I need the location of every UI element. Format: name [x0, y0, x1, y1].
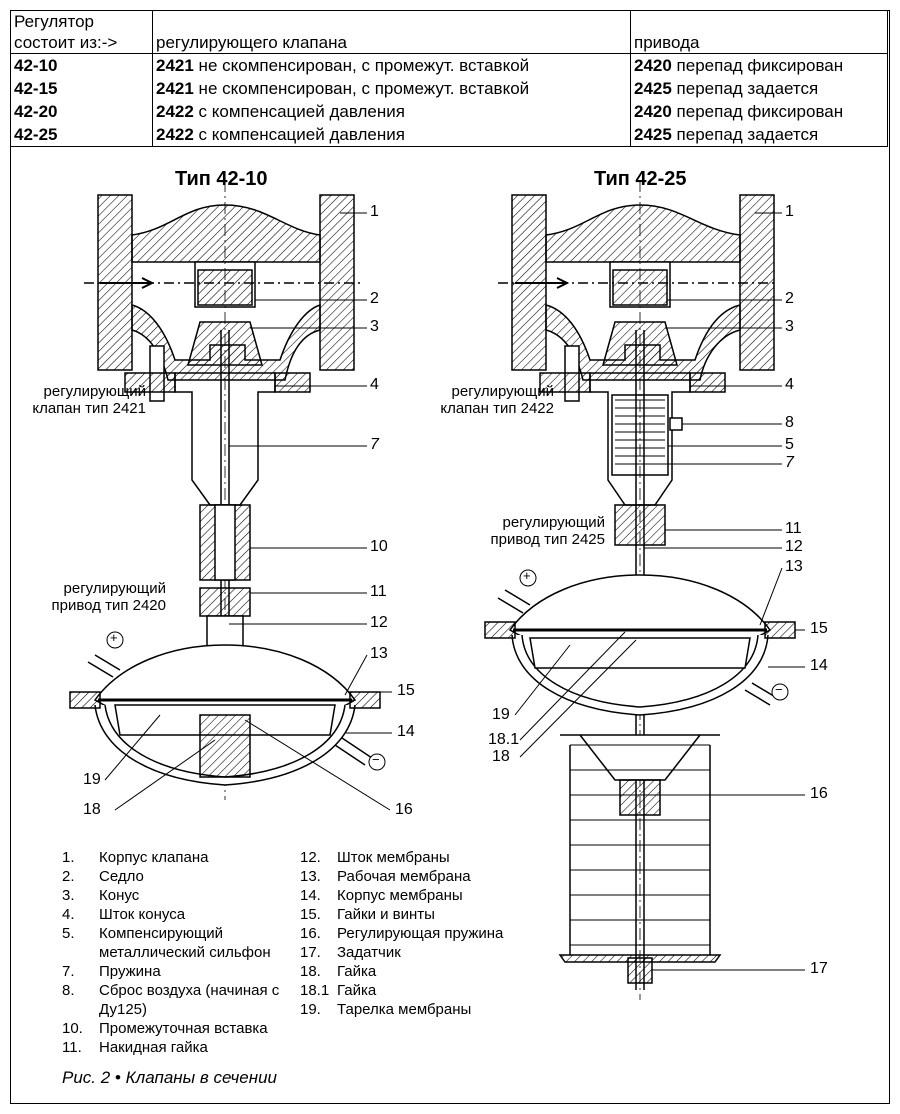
leader-lines	[104, 212, 805, 971]
left-callout-18: 18	[83, 801, 101, 818]
legend-item: 3.Конус	[62, 887, 140, 904]
header-regulator: Регулятор состоит из:->	[10, 10, 153, 54]
left-callout-14: 14	[397, 723, 415, 740]
legend-item: 11.Накидная гайка	[62, 1039, 208, 1056]
right-callout-8: 8	[785, 414, 794, 431]
header-valve: регулирующего клапана	[152, 10, 631, 54]
right-callout-19: 19	[492, 706, 510, 723]
pressure-port-symbols	[106, 569, 789, 771]
right-callout-15: 15	[810, 620, 828, 637]
right-minus-sign: −	[775, 682, 783, 697]
right-drive-type-label: регулирующий привод тип 2425	[490, 514, 606, 548]
legend-item: 4.Шток конуса	[62, 906, 186, 923]
legend-item: 2.Седло	[62, 868, 144, 885]
legend-parts-left: 1.Корпус клапана 2.Седло 3.Конус 4.Шток …	[62, 848, 302, 1057]
right-callout-17: 17	[810, 960, 828, 977]
right-callout-13: 13	[785, 558, 803, 575]
left-plus-sign: +	[110, 630, 118, 645]
left-drive-type-label: регулирующий привод тип 2420	[51, 580, 167, 614]
left-callout-3: 3	[370, 318, 379, 335]
right-callout-12: 12	[785, 538, 803, 555]
right-callout-4: 4	[785, 376, 794, 393]
left-callout-16: 16	[395, 801, 413, 818]
right-callout-2: 2	[785, 290, 794, 307]
legend-item: 8.Сброс воздуха (начиная с Ду125)	[62, 982, 280, 1018]
table-body-row: 42-10 42-15 42-20 42-25 2421 не скомпенс…	[10, 53, 888, 147]
legend-item: 13.Рабочая мембрана	[300, 868, 471, 885]
right-callout-7: 7	[785, 454, 794, 471]
left-callout-15: 15	[397, 682, 415, 699]
left-callout-1: 1	[370, 203, 379, 220]
left-figure-title: Тип 42-10	[175, 168, 268, 190]
table-header-row: Регулятор состоит из:-> регулирующего кл…	[10, 10, 888, 54]
left-union-nut	[199, 587, 251, 617]
left-callout-4: 4	[370, 376, 379, 393]
legend-item: 16.Регулирующая пружина	[300, 925, 504, 942]
legend-item: 1.Корпус клапана	[62, 849, 209, 866]
legend-parts-right: 12.Шток мембраны 13.Рабочая мембрана 14.…	[300, 848, 530, 1019]
left-callout-7: 7	[370, 436, 379, 453]
legend-item: 5.Компенсирующий металлический сильфон	[62, 925, 271, 961]
legend-item: 17.Задатчик	[300, 944, 401, 961]
right-callout-16: 16	[810, 785, 828, 802]
right-spring-cup	[560, 734, 720, 781]
legend-item: 19.Тарелка мембраны	[300, 1001, 472, 1018]
left-valve-type-label: регулирующий клапан тип 2421	[32, 383, 146, 417]
left-callout-13: 13	[370, 645, 388, 662]
left-callout-11: 11	[370, 583, 387, 600]
right-callout-18-1: 18.1	[488, 731, 520, 748]
valve-column: 2421 не скомпенсирован, с промежут. вста…	[152, 53, 631, 147]
legend-item: 18.Гайка	[300, 963, 377, 980]
legend-item: 15.Гайки и винты	[300, 906, 435, 923]
legend-item: 7.Пружина	[62, 963, 161, 980]
right-callout-1: 1	[785, 203, 794, 220]
right-callout-11: 11	[785, 520, 802, 537]
right-figure-title: Тип 42-25	[594, 168, 687, 190]
legend-item: 12.Шток мембраны	[300, 849, 450, 866]
left-callout-19: 19	[83, 771, 101, 788]
left-valve-drawing	[69, 180, 381, 800]
right-valve-type-label: регулирующий клапан тип 2422	[440, 383, 554, 417]
left-callout-12: 12	[370, 614, 388, 631]
header-drive: привода	[630, 10, 888, 54]
right-control-spring	[569, 744, 711, 955]
left-valve-body	[84, 194, 360, 381]
right-plus-sign: +	[523, 568, 531, 583]
regulator-composition-table: Регулятор состоит из:-> регулирующего кл…	[10, 10, 888, 147]
drive-column: 2420 перепад фиксирован 2425 перепад зад…	[630, 53, 888, 147]
right-callout-5: 5	[785, 436, 794, 453]
right-valve-drawing	[484, 180, 796, 1000]
figure-caption: Рис. 2 • Клапаны в сечении	[62, 1068, 277, 1087]
model-column: 42-10 42-15 42-20 42-25	[10, 53, 153, 147]
left-callout-2: 2	[370, 290, 379, 307]
right-callout-3: 3	[785, 318, 794, 335]
legend-item: 10.Промежуточная вставка	[62, 1020, 268, 1037]
left-minus-sign: −	[372, 752, 380, 767]
right-callout-14: 14	[810, 657, 828, 674]
legend-item: 14.Корпус мембраны	[300, 887, 463, 904]
right-callout-18: 18	[492, 748, 510, 765]
left-callout-10: 10	[370, 538, 388, 555]
